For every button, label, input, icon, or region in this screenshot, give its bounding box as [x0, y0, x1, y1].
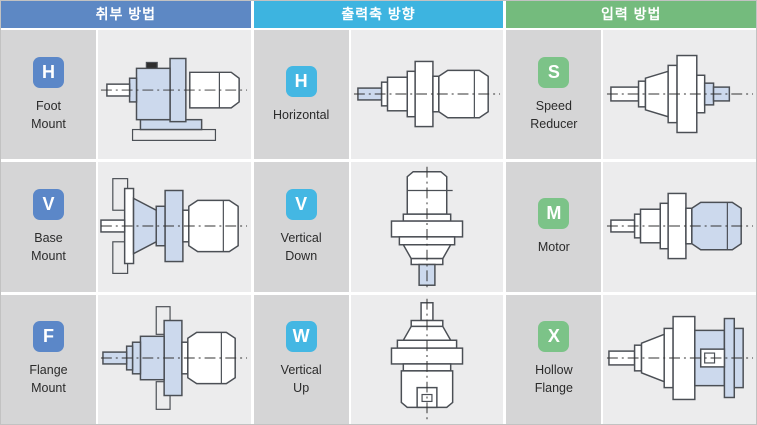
speed-reducer-badge: S — [538, 56, 570, 88]
hollow-flange-label: Hollow Flange — [534, 363, 573, 396]
cell-base-mount: V Base Mount — [1, 162, 251, 292]
horizontal-shaft-drawing — [350, 30, 504, 160]
flange-mount-label: Flange Mount — [29, 363, 68, 396]
output-shaft-rows: H Horizontal — [253, 30, 504, 424]
flange-mount-label-box: F Flange Mount — [1, 294, 96, 424]
vertical-up-badge: W — [285, 321, 317, 353]
vertical-down-badge: V — [285, 188, 317, 220]
mounting-method-rows: H Foot Mount — [1, 30, 251, 424]
vertical-up-drawing — [350, 294, 504, 424]
cell-speed-reducer: S Speed Reducer — [506, 30, 757, 160]
base-mount-label-box: V Base Mount — [1, 162, 96, 292]
flange-mount-badge: F — [33, 321, 64, 353]
motor-label-box: M Motor — [506, 162, 602, 292]
column-input-method: 입력 방법 S Speed Reducer — [506, 1, 757, 424]
hollow-flange-drawing — [603, 294, 757, 424]
column-mounting-method: 취부 방법 H Foot Mount — [1, 1, 251, 424]
input-method-rows: S Speed Reducer — [506, 30, 757, 424]
base-mount-badge: V — [33, 188, 64, 220]
motor-label: Motor — [537, 239, 570, 254]
cell-flange-mount: F Flange Mount — [1, 294, 251, 424]
vertical-up-label-box: W Vertical Up — [253, 294, 349, 424]
hollow-flange-badge: X — [538, 321, 570, 353]
cell-motor: M Motor — [506, 162, 757, 292]
vertical-down-label: Vertical Down — [280, 230, 322, 263]
horizontal-label-box: H Horizontal — [253, 30, 349, 160]
cell-foot-mount: H Foot Mount — [1, 30, 251, 160]
foot-mount-badge: H — [33, 56, 64, 88]
motor-badge: M — [538, 197, 570, 229]
foot-mount-drawing — [98, 30, 251, 160]
motor-drawing — [603, 162, 757, 292]
mounting-method-header: 취부 방법 — [1, 1, 251, 28]
vertical-down-label-box: V Vertical Down — [253, 162, 349, 292]
speed-reducer-drawing — [603, 30, 757, 160]
foot-mount-label: Foot Mount — [31, 98, 66, 131]
base-mount-label: Base Mount — [31, 230, 66, 263]
output-shaft-header: 출력축 방향 — [253, 1, 504, 28]
speed-reducer-label: Speed Reducer — [530, 98, 578, 131]
base-mount-drawing — [98, 162, 251, 292]
horizontal-label: Horizontal — [273, 107, 330, 122]
vertical-up-label: Vertical Up — [280, 363, 322, 396]
cell-hollow-flange: X Hollow Flange — [506, 294, 757, 424]
hollow-flange-label-box: X Hollow Flange — [506, 294, 602, 424]
cell-vertical-down: V Vertical Down — [253, 162, 504, 292]
cell-horizontal: H Horizontal — [253, 30, 504, 160]
column-output-shaft-direction: 출력축 방향 H Horizontal — [253, 1, 504, 424]
horizontal-badge: H — [285, 65, 317, 97]
input-method-header: 입력 방법 — [506, 1, 757, 28]
vertical-down-drawing — [350, 162, 504, 292]
flange-mount-drawing — [98, 294, 251, 424]
foot-mount-label-box: H Foot Mount — [1, 30, 96, 160]
speed-reducer-label-box: S Speed Reducer — [506, 30, 602, 160]
cell-vertical-up: W Vertical Up — [253, 294, 504, 424]
